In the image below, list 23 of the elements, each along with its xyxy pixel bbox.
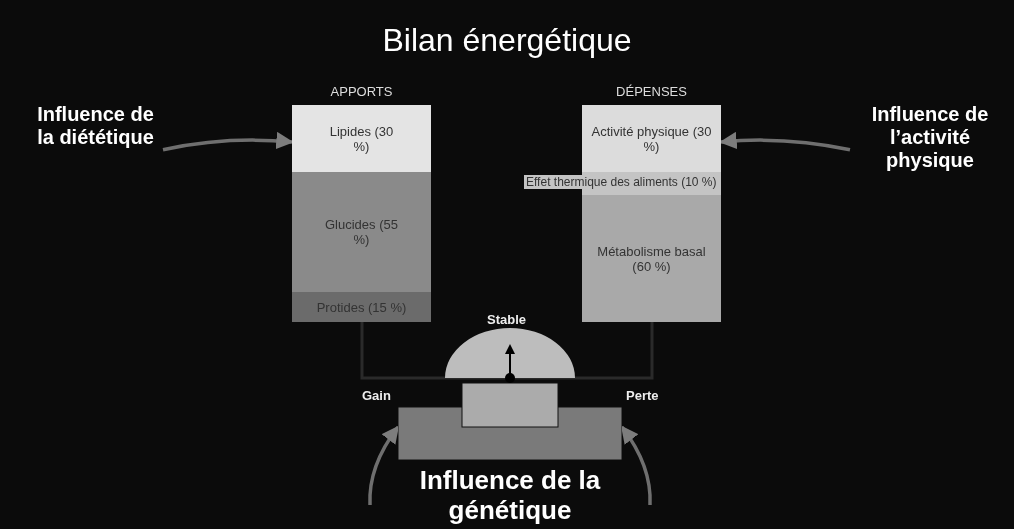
influence-label: Influence de la diététique (28, 103, 163, 188)
title: Bilan énergétique (381, 22, 633, 59)
segment-label: Activité physique (30 %) (590, 123, 713, 154)
scale-label: Gain (362, 388, 391, 403)
segment-label: Lipides (30 %) (328, 123, 395, 154)
column-heading: DÉPENSES (615, 84, 688, 99)
segment-label: Métabolisme basal (60 %) (596, 243, 707, 274)
bar-segment (292, 105, 431, 172)
arrow (368, 425, 400, 506)
bar-segment (292, 292, 431, 322)
bar-segment (292, 172, 431, 292)
segment-label: Protides (15 %) (316, 299, 407, 315)
bar-segment (582, 195, 721, 322)
scale-label: Stable (487, 312, 526, 327)
segment-label: Effet thermique des aliments (10 %) (524, 175, 719, 189)
arrow (162, 132, 294, 152)
column-heading: APPORTS (329, 84, 394, 99)
balance-drawing (398, 328, 622, 460)
scale-label: Perte (626, 388, 659, 403)
bar-segment (582, 105, 721, 172)
segment-label: Glucides (55 %) (324, 217, 399, 247)
influence-label: Influence de la génétique (400, 466, 620, 528)
influence-label: Influence de l’activité physique (850, 103, 1010, 188)
